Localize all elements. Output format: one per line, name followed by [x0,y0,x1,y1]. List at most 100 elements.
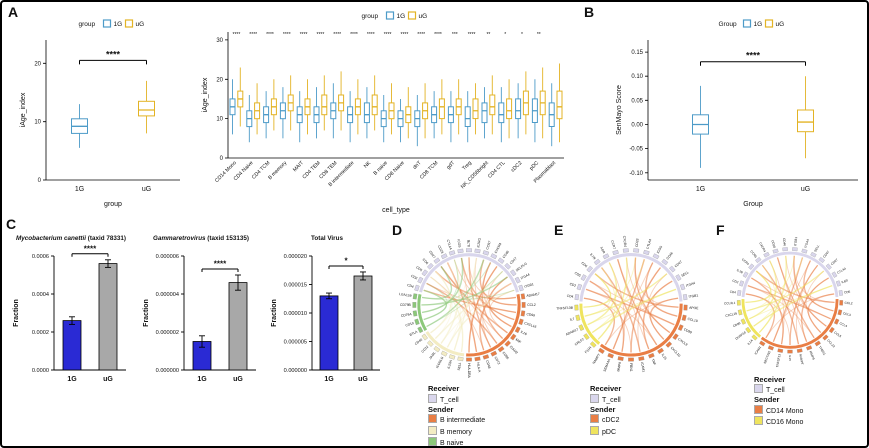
svg-text:CTLA4: CTLA4 [836,266,847,274]
svg-text:CD2: CD2 [569,282,577,288]
svg-text:CCR5: CCR5 [749,249,758,258]
svg-text:uG: uG [776,21,785,28]
svg-text:1G: 1G [67,376,77,383]
svg-text:F11R: F11R [584,345,593,354]
svg-text:uG: uG [233,376,243,383]
svg-text:0.10: 0.10 [631,74,643,80]
svg-text:***: *** [452,32,458,38]
svg-text:1G: 1G [197,376,207,383]
svg-text:CD4: CD4 [407,283,415,289]
svg-text:****: **** [214,260,227,269]
svg-text:1G: 1G [324,376,334,383]
svg-text:ICOS: ICOS [457,239,462,248]
svg-text:0.0000: 0.0000 [32,368,49,374]
svg-text:Mycobacterium canettii (taxid: Mycobacterium canettii (taxid 78331) [16,235,126,242]
svg-text:CCL4: CCL4 [839,321,848,328]
svg-text:CD99: CD99 [526,312,535,317]
svg-text:10: 10 [34,120,41,126]
svg-text:DUSP18: DUSP18 [734,330,746,340]
svg-text:iAge_index: iAge_index [20,92,27,127]
svg-text:0: 0 [38,178,42,184]
svg-text:ITGB1: ITGB1 [524,282,535,289]
svg-text:0.0006: 0.0006 [32,254,49,260]
svg-text:1G: 1G [397,13,406,20]
svg-text:****: **** [333,32,341,38]
svg-text:CD22: CD22 [420,345,429,354]
svg-text:ITGA4: ITGA4 [804,238,810,248]
svg-text:THBS1: THBS1 [818,345,827,356]
svg-text:CD79A: CD79A [401,312,413,318]
svg-text:0.000004: 0.000004 [156,292,179,298]
svg-text:cDC2: cDC2 [510,160,523,173]
svg-text:IL6R: IL6R [599,246,606,255]
svg-text:CD5: CD5 [844,290,851,295]
svg-text:CXCL9: CXCL9 [677,337,688,347]
svg-text:SELL: SELL [813,244,820,253]
svg-text:CD46: CD46 [502,250,510,259]
svg-text:CD47: CD47 [509,256,518,265]
panel-label-b: B [584,4,595,20]
svg-text:uG: uG [103,376,113,383]
svg-text:ICAM2: ICAM2 [509,345,519,355]
svg-text:dnT: dnT [412,160,423,171]
svg-text:CCR7: CCR7 [610,240,616,250]
svg-text:10: 10 [216,117,223,123]
svg-text:CD47: CD47 [822,250,830,259]
svg-text:BTLA: BTLA [409,329,419,337]
svg-text:Fraction: Fraction [13,299,20,327]
svg-text:Group: Group [719,21,737,28]
svg-text:JAML: JAML [428,351,436,360]
svg-text:HLA-A: HLA-A [476,362,482,373]
svg-text:CCR7: CCR7 [485,240,492,250]
svg-text:0.000006: 0.000006 [156,254,179,260]
svg-text:IL16: IL16 [520,330,528,337]
svg-text:NAMPT: NAMPT [798,354,804,366]
svg-text:**: ** [537,32,541,38]
svg-text:****: **** [84,244,97,253]
svg-text:CD27: CD27 [830,258,839,266]
panel-label-a: A [8,4,19,20]
svg-text:****: **** [266,32,274,38]
svg-text:IL23A: IL23A [446,359,453,369]
svg-text:1G: 1G [754,21,763,28]
svg-text:CXCL16: CXCL16 [524,321,537,329]
svg-text:CCR4: CCR4 [741,257,750,266]
svg-text:CD4: CD4 [729,290,736,295]
svg-text:cell_type: cell_type [382,207,410,214]
svg-text:****: **** [384,32,392,38]
svg-text:NECTIN2: NECTIN2 [763,350,772,364]
svg-text:SELL: SELL [680,270,689,278]
svg-text:*: * [504,32,506,38]
svg-text:IL15: IL15 [661,353,668,361]
svg-text:*: * [521,32,523,38]
svg-text:CD19: CD19 [405,321,414,327]
svg-text:ICOSLG: ICOSLG [435,356,444,369]
svg-text:CD46: CD46 [665,251,673,260]
svg-text:1G: 1G [75,186,84,193]
svg-text:0.000000: 0.000000 [284,368,307,374]
svg-text:CD86: CD86 [502,351,510,360]
svg-text:CD28: CD28 [635,238,640,247]
svg-text:0.000000: 0.000000 [156,368,179,374]
svg-text:ITGB1: ITGB1 [688,293,698,298]
svg-text:CD40: CD40 [414,338,423,346]
svg-text:****: **** [417,32,425,38]
panel-label-e: E [554,222,564,238]
svg-text:ITGA4: ITGA4 [520,272,531,280]
svg-text:MAIT: MAIT [292,160,306,174]
svg-text:CD8 TCM: CD8 TCM [419,160,439,180]
svg-text:IL7: IL7 [569,317,575,322]
svg-text:TNFSF13B: TNFSF13B [556,306,574,311]
panel-label-d: D [392,222,403,238]
svg-text:APOE: APOE [689,306,699,310]
svg-text:CD6: CD6 [581,261,589,268]
svg-text:*: * [344,256,348,265]
svg-text:MIF: MIF [515,338,522,345]
svg-text:30: 30 [216,38,223,44]
svg-text:CXCL10: CXCL10 [670,346,682,358]
svg-text:group: group [362,13,379,20]
